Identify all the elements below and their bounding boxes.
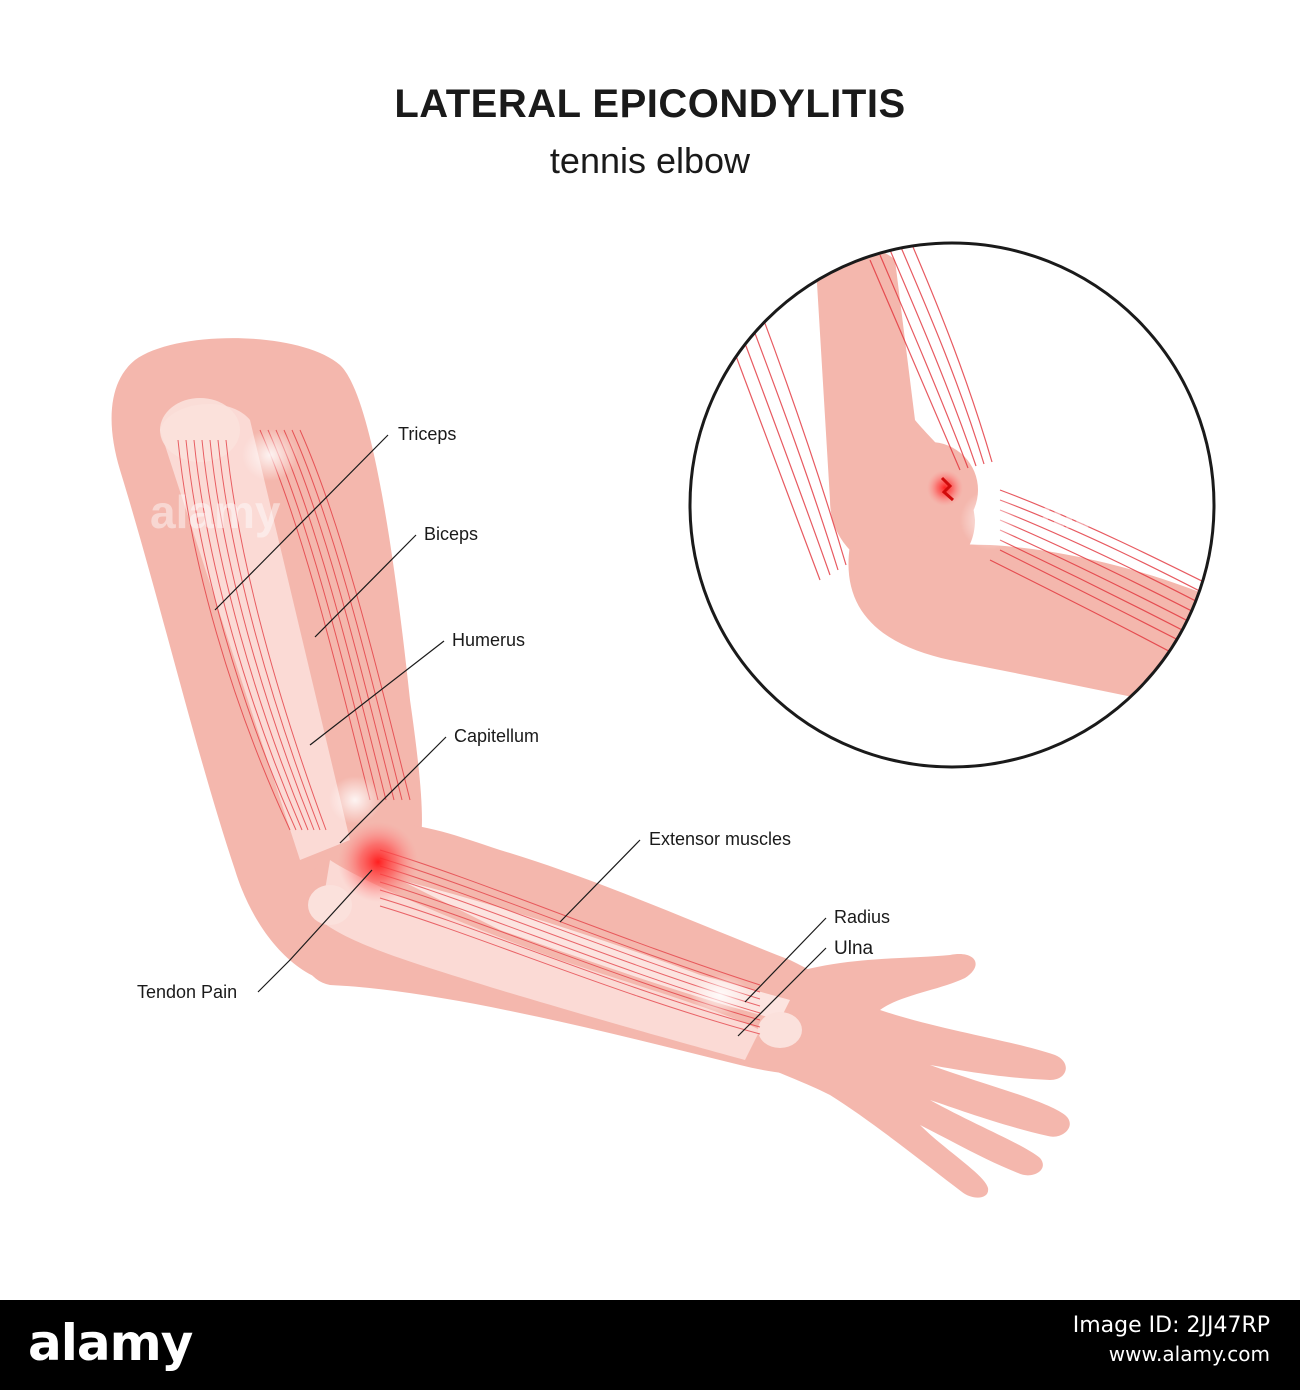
leader-lines	[214, 434, 827, 1037]
alamy-logo: alamy	[28, 1314, 193, 1372]
label-capitellum: Capitellum	[454, 726, 539, 746]
tendon-pain-spot	[338, 822, 418, 902]
label-radius: Radius	[834, 907, 890, 927]
leader-biceps	[314, 534, 417, 638]
leader-tendon-pain	[257, 869, 373, 993]
label-biceps: Biceps	[424, 524, 478, 544]
tendon-glow-triceps	[242, 429, 298, 481]
leader-triceps	[214, 434, 389, 611]
diagram-subtitle: tennis elbow	[549, 140, 751, 181]
leader-capitellum	[339, 736, 447, 844]
leader-extensor	[559, 839, 641, 923]
tendon-glow-wrist	[690, 975, 750, 1015]
leader-radius	[744, 917, 827, 1003]
watermark-arm: alamy	[150, 486, 281, 538]
stock-footer-bar: alamy Image ID: 2JJ47RP www.alamy.com	[0, 1300, 1300, 1390]
leader-humerus	[309, 640, 445, 746]
label-tendon-pain: Tendon Pain	[137, 982, 237, 1002]
diagram-title: LATERAL EPICONDYLITIS	[394, 82, 906, 126]
arm-anatomy-illustration: alamy	[111, 241, 1216, 1198]
label-ulna: Ulna	[834, 938, 874, 959]
tendon-glow-biceps	[329, 776, 381, 824]
watermark-inset: alamy	[1040, 490, 1160, 537]
leader-ulna	[737, 947, 827, 1037]
label-triceps: Triceps	[398, 424, 456, 444]
image-id-block: Image ID: 2JJ47RP www.alamy.com	[1073, 1312, 1270, 1367]
image-id: Image ID: 2JJ47RP	[1072, 1313, 1270, 1338]
zoom-inset: alamy	[688, 241, 1216, 769]
label-humerus: Humerus	[452, 630, 525, 650]
triceps-muscle	[177, 439, 327, 831]
label-extensor-muscles: Extensor muscles	[649, 829, 791, 849]
site-url: www.alamy.com	[1108, 1341, 1270, 1366]
